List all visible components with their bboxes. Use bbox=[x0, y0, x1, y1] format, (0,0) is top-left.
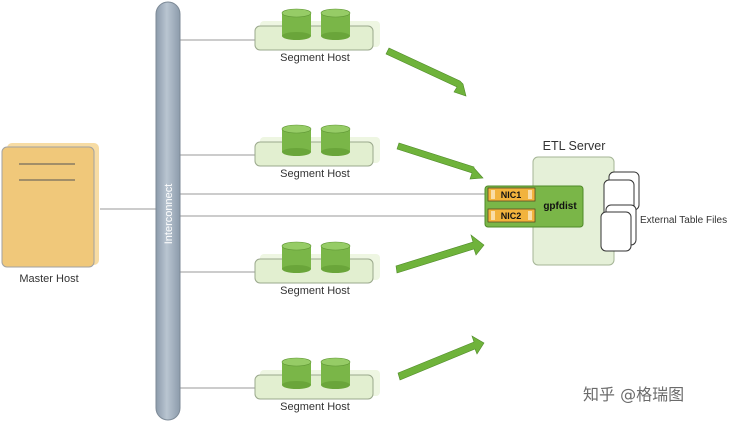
segment-host-panel bbox=[254, 258, 374, 284]
etl-server: ETL Server NIC1 NIC2 gpfdist bbox=[484, 139, 615, 266]
data-flow-arrows bbox=[385, 47, 485, 381]
database-cylinder-icon bbox=[281, 357, 312, 389]
arrow-icon bbox=[396, 142, 484, 180]
segment-host: Segment Host bbox=[254, 357, 380, 413]
nic1-badge: NIC1 bbox=[487, 187, 536, 202]
database-cylinder-icon bbox=[281, 124, 312, 156]
database-cylinder-icon bbox=[281, 8, 312, 40]
arrow-icon bbox=[385, 47, 467, 97]
segment-host-label: Segment Host bbox=[280, 168, 350, 180]
interconnect-bar bbox=[155, 1, 181, 421]
file-icon bbox=[600, 211, 632, 252]
arrow-icon bbox=[397, 335, 485, 381]
nic2-label: NIC2 bbox=[501, 211, 522, 221]
segment-host-panel bbox=[254, 25, 374, 51]
interconnect: Interconnect bbox=[155, 1, 181, 421]
database-cylinder-icon bbox=[320, 8, 351, 40]
segment-host-label: Segment Host bbox=[280, 401, 350, 413]
database-cylinder-icon bbox=[320, 357, 351, 389]
master-host: Master Host bbox=[1, 143, 99, 285]
segment-host-panel bbox=[254, 374, 374, 400]
nic1-label: NIC1 bbox=[501, 190, 522, 200]
external-table-files: External Table Files bbox=[600, 171, 727, 252]
gpfdist-label: gpfdist bbox=[543, 201, 577, 212]
segment-host: Segment Host bbox=[254, 124, 380, 180]
watermark: 知乎 @格瑞图 bbox=[583, 385, 684, 404]
arrow-icon bbox=[395, 234, 485, 274]
master-host-card bbox=[1, 146, 95, 268]
segment-host-label: Segment Host bbox=[280, 285, 350, 297]
segment-host-label: Segment Host bbox=[280, 52, 350, 64]
segment-host: Segment Host bbox=[254, 8, 380, 64]
etl-server-label: ETL Server bbox=[543, 139, 606, 153]
segment-host: Segment Host bbox=[254, 241, 380, 297]
external-table-files-label: External Table Files bbox=[640, 215, 727, 226]
database-cylinder-icon bbox=[320, 241, 351, 273]
database-cylinder-icon bbox=[320, 124, 351, 156]
connector-lines bbox=[100, 39, 487, 389]
interconnect-label: Interconnect bbox=[163, 184, 175, 245]
segment-host-panel bbox=[254, 141, 374, 167]
database-cylinder-icon bbox=[281, 241, 312, 273]
nic2-badge: NIC2 bbox=[487, 208, 536, 223]
master-host-label: Master Host bbox=[19, 273, 78, 285]
